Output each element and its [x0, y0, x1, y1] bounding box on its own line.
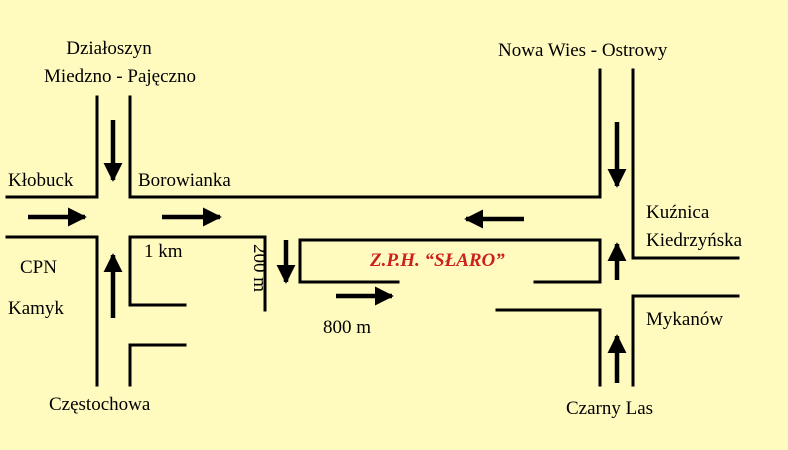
town-label-kuznica: Kuźnica — [646, 202, 710, 223]
town-label-kamyk: Kamyk — [8, 298, 64, 319]
cpn-label: CPN — [20, 257, 57, 278]
town-label-mykanow: Mykanów — [646, 309, 724, 330]
town-label-dzialoszyn: Działoszyn — [66, 38, 152, 59]
town-label-nowa-wies-ostrowy: Nowa Wies - Ostrowy — [498, 40, 668, 61]
company-name: Z.P.H. “SŁARO” — [370, 250, 505, 271]
town-label-miedzno-pajeczno: Miedzno - Pajęczno — [44, 66, 196, 87]
town-label-klobuck: Kłobuck — [8, 170, 74, 191]
town-label-czarny-las: Czarny Las — [566, 398, 654, 419]
distance-label-1km: 1 km — [144, 241, 183, 262]
distance-label-800m: 800 m — [323, 317, 372, 338]
town-label-czestochowa: Częstochowa — [49, 394, 151, 415]
town-label-borowianka: Borowianka — [138, 170, 231, 191]
distance-label-200m: 200 m — [249, 244, 270, 293]
road-edges — [5, 68, 740, 387]
direction-arrows — [28, 120, 627, 383]
town-label-kiedrzynska: Kiedrzyńska — [646, 230, 743, 251]
